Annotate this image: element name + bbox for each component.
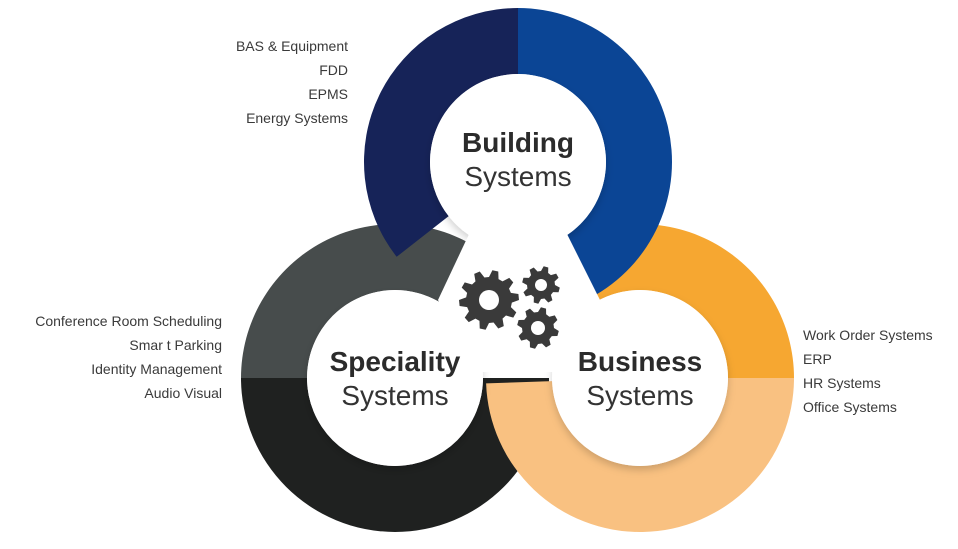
business-item: Office Systems	[803, 399, 897, 415]
business-item: HR Systems	[803, 375, 881, 391]
speciality-ring-bottom	[241, 378, 549, 532]
speciality-item: Smar t Parking	[129, 337, 222, 353]
speciality-center	[307, 290, 483, 466]
gear-hole	[479, 290, 499, 310]
building-title-bold: Building	[462, 127, 574, 158]
building-ring-left	[363, 8, 518, 257]
building-item: FDD	[319, 62, 348, 78]
business-center	[552, 290, 728, 466]
building-center	[430, 74, 606, 250]
building-ring	[363, 8, 672, 298]
business-title: Business Systems	[550, 345, 730, 413]
gears-icon	[459, 266, 560, 349]
business-title-light: Systems	[586, 380, 694, 411]
speciality-item: Identity Management	[91, 361, 222, 377]
business-item: ERP	[803, 351, 832, 367]
gear-hole	[535, 279, 547, 291]
speciality-items: Conference Room Scheduling Smar t Parkin…	[35, 309, 222, 405]
speciality-ring	[241, 223, 549, 532]
building-item: Energy Systems	[246, 110, 348, 126]
business-item: Work Order Systems	[803, 327, 933, 343]
building-ring-right	[518, 8, 672, 298]
speciality-title-light: Systems	[341, 380, 449, 411]
business-title-bold: Business	[577, 346, 703, 377]
building-title-light: Systems	[464, 161, 572, 192]
center-region	[438, 232, 600, 372]
speciality-title-bold: Speciality	[329, 346, 461, 377]
building-item: BAS & Equipment	[235, 38, 348, 54]
business-ring-bottom	[486, 378, 794, 533]
speciality-item: Conference Room Scheduling	[35, 313, 222, 329]
building-title: Building Systems	[438, 126, 598, 194]
building-items: BAS & Equipment FDD EPMS Energy Systems	[236, 34, 348, 130]
speciality-ring-top	[241, 223, 472, 378]
gear-hole	[531, 321, 545, 335]
speciality-item: Audio Visual	[144, 385, 222, 401]
building-item: EPMS	[308, 86, 348, 102]
business-items: Work Order Systems ERP HR Systems Office…	[803, 323, 933, 419]
speciality-title: Speciality Systems	[305, 345, 485, 413]
